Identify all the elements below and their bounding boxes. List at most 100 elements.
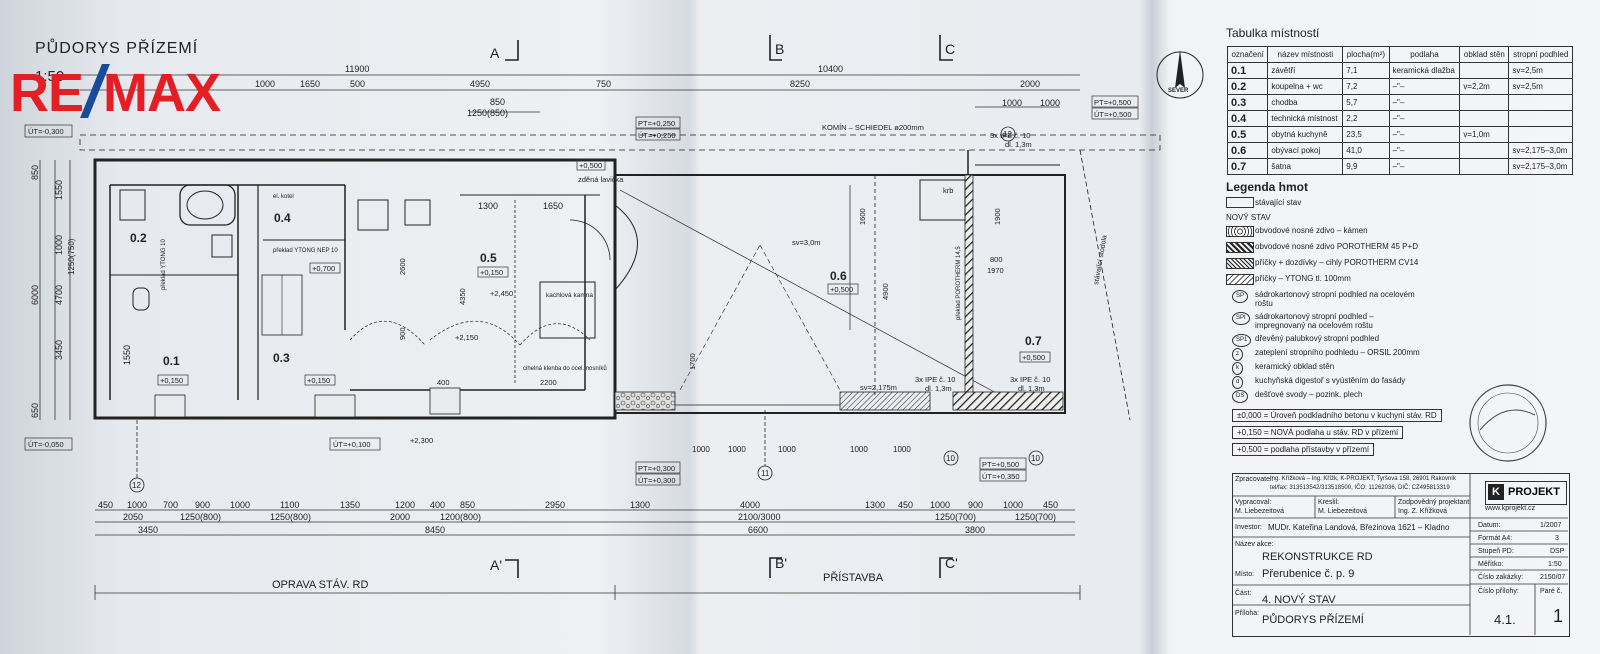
rooms-table-title: Tabulka místností <box>1226 26 1320 40</box>
rooms-cell: šatna <box>1267 158 1344 175</box>
tb-akce: REKONSTRUKCE RD <box>1262 551 1373 563</box>
legend-title: Legenda hmot <box>1226 180 1309 194</box>
rooms-header-3: podlaha <box>1388 46 1461 63</box>
section-c-prime: C' <box>945 555 958 571</box>
dim-top-1650: 1650 <box>300 79 320 89</box>
dim-ext-1000-a: 1000 <box>692 445 710 454</box>
dim-bottom-row1: 1000 <box>230 500 250 510</box>
ipe-mid-label-2: dl. 1,3m <box>925 384 952 393</box>
rooms-cell: 23,5 <box>1342 126 1390 143</box>
level-ut-left-bottom: ÚT=-0,050 <box>28 440 64 449</box>
dim-bottom-row1: 4000 <box>740 500 760 510</box>
dim-1970: 1970 <box>987 266 1004 275</box>
dim-left-3450: 3450 <box>54 340 64 360</box>
tb-meritko: 1:50 <box>1548 561 1562 568</box>
section-a: A <box>490 45 500 61</box>
legend-symbol: k <box>1232 362 1243 375</box>
dim-bottom-row1: 1000 <box>1003 500 1023 510</box>
rooms-cell: keramická dlažba <box>1388 62 1461 79</box>
rooms-cell: 0.5 <box>1226 126 1269 143</box>
tb-cislo: 2150/07 <box>1540 574 1566 581</box>
dim-ext-1000-d: 1000 <box>850 445 868 454</box>
ytong-label: překlad YTONG 10 <box>161 239 167 290</box>
rooms-cell: –"– <box>1388 126 1461 143</box>
rooms-cell: –"– <box>1388 142 1461 159</box>
page-title: PŮDORYS PŘÍZEMÍ <box>35 40 199 57</box>
legend-symbol: z <box>1232 348 1243 361</box>
dim-left-6000: 6000 <box>30 285 40 305</box>
tb-stupen: DSP <box>1550 548 1565 555</box>
legend-item: dešťové svody – pozink. plech <box>1255 390 1363 399</box>
dim-top-500: 500 <box>350 79 365 89</box>
room-label-0-6: 0.6 <box>830 269 847 283</box>
grid-10-a: 10 <box>946 454 955 463</box>
tb-datum: 1/2007 <box>1540 522 1562 529</box>
dim-bottom-row2: 1250(800) <box>180 512 221 522</box>
level-pt500b: PT=+0,500 <box>982 460 1019 469</box>
rooms-cell: 0.7 <box>1226 158 1269 175</box>
dim-left-1000: 1000 <box>54 235 64 255</box>
cihelna-label: cihelná klenba do ocel. nosníků <box>523 365 607 372</box>
rooms-cell: –"– <box>1388 110 1461 127</box>
komin-label: KOMÍN – SCHIEDEL ø200mm <box>822 123 924 132</box>
level-ut500: ÚT=+0,500 <box>1094 110 1132 119</box>
dim-bottom-row1: 400 <box>430 500 445 510</box>
dim-800: 800 <box>990 255 1003 264</box>
dim-bottom-row1: 450 <box>1043 500 1058 510</box>
rooms-cell: sv=2,5m <box>1508 62 1573 79</box>
rooms-cell <box>1508 94 1573 111</box>
rooms-cell: chodba <box>1267 94 1344 111</box>
dim-bottom-row2: 1200(800) <box>440 512 481 522</box>
level-2450: +2,450 <box>490 289 513 298</box>
room-label-0-1: 0.1 <box>163 354 180 368</box>
tb-odpovedny: Ing. Z. Křížková <box>1398 508 1448 515</box>
rooms-cell: sv=2,175–3,0m <box>1508 142 1573 159</box>
legend-symbol: SP <box>1232 290 1249 303</box>
dim-1300: 1300 <box>478 201 498 211</box>
dim-1900: 1900 <box>993 208 1002 225</box>
legend-item: sádrokartonový stropní podhled na ocelov… <box>1255 290 1415 308</box>
dim-top-window: 1250(850) <box>467 108 508 118</box>
legend-swatch <box>1226 226 1254 237</box>
rooms-cell: obývací pokoj <box>1267 142 1344 159</box>
tb-priloha-label: Příloha: <box>1235 610 1260 617</box>
tb-vypracoval: M. Liebezeitová <box>1235 508 1285 515</box>
rooms-cell: obytná kuchyně <box>1267 126 1344 143</box>
room-label-0-7: 0.7 <box>1025 334 1042 348</box>
rooms-cell <box>1459 62 1510 79</box>
dim-2600: 2600 <box>398 258 407 275</box>
dim-bottom-row1: 450 <box>98 500 113 510</box>
section-a-prime: A' <box>490 557 502 573</box>
rooms-cell: 9,9 <box>1342 158 1390 175</box>
dim-1700: 1700 <box>688 353 697 370</box>
dim-bottom-row1: 2950 <box>545 500 565 510</box>
rooms-header-5: stropní podhled <box>1508 46 1573 63</box>
level-pt300: PT=+0,300 <box>638 464 675 473</box>
dim-bottom-row3: 3800 <box>965 525 985 535</box>
dim-bottom-row2: 1250(700) <box>1015 512 1056 522</box>
dim-1650: 1650 <box>543 201 563 211</box>
dim-bottom-row1: 1100 <box>280 500 299 510</box>
dim-bottom-row1: 900 <box>195 500 210 510</box>
dim-bottom-row1: 1000 <box>127 500 147 510</box>
svg-text:SEVER: SEVER <box>1168 88 1189 94</box>
ipe-right-label: 3x IPE č. 10 <box>1010 375 1050 384</box>
dim-bottom-row2: 2050 <box>123 512 143 522</box>
level-500-r7: +0,500 <box>1022 353 1045 362</box>
rooms-cell: koupelna + wc <box>1267 78 1344 95</box>
level-ut100: ÚT=+0,100 <box>333 440 371 449</box>
dim-bottom-row1: 1200 <box>395 500 415 510</box>
rooms-cell <box>1508 126 1573 143</box>
rooms-cell: –"– <box>1388 94 1461 111</box>
rooms-cell: –"– <box>1388 78 1461 95</box>
dim-top-1000c: 1000 <box>1040 98 1060 108</box>
rooms-cell: v=2,2m <box>1459 78 1510 95</box>
dim-top-1000: 1000 <box>255 79 275 89</box>
north-arrow-icon: SEVER <box>1156 50 1204 99</box>
tb-cislo-prilohy: 4.1. <box>1494 612 1516 627</box>
dim-bottom-row1: 700 <box>163 500 178 510</box>
legend-item: příčky – YTONG tl. 100mm <box>1255 274 1351 283</box>
rooms-cell: sv=2,175–3,0m <box>1508 158 1573 175</box>
